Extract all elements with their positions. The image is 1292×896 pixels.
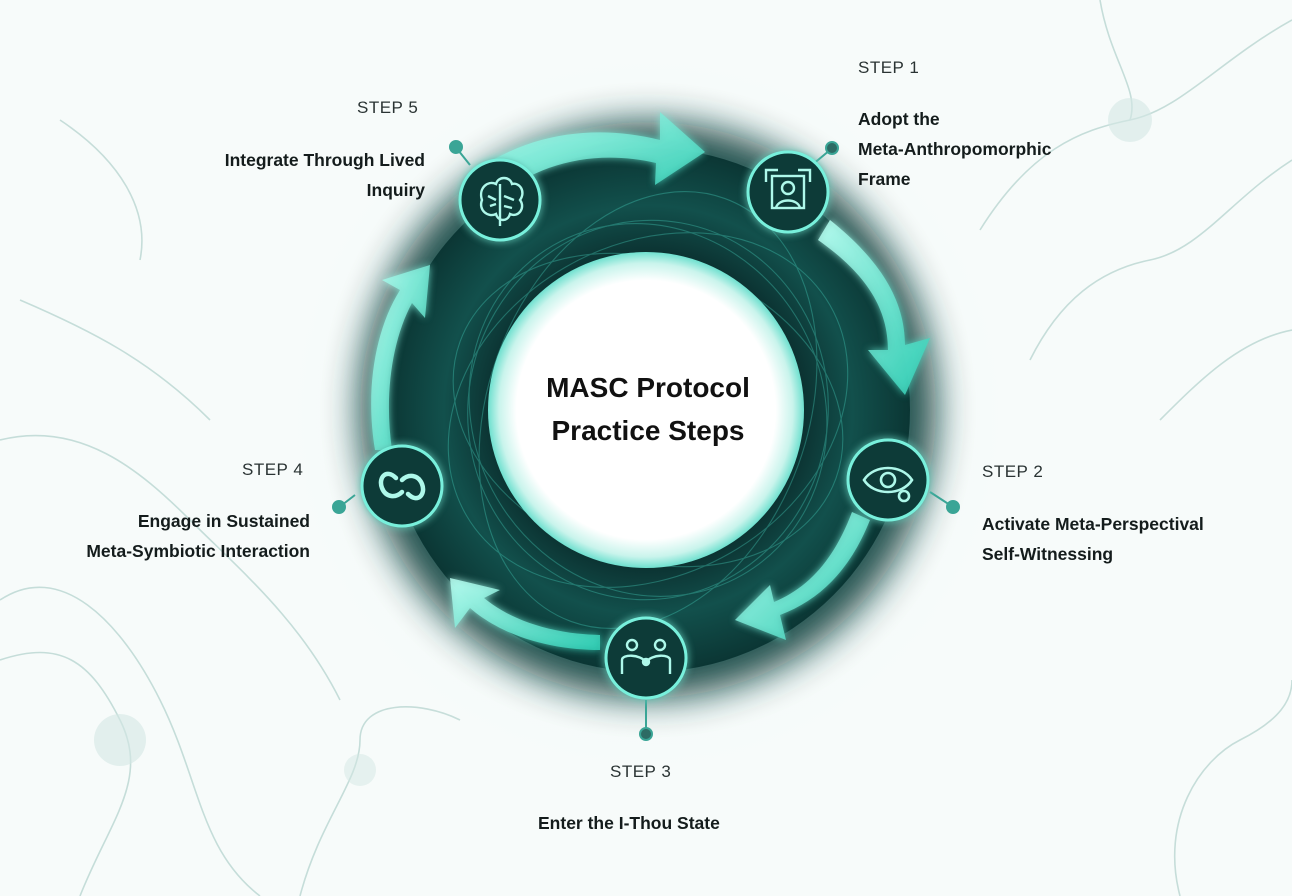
arrow-2-to-3 xyxy=(735,512,870,640)
step-2-title: Activate Meta-Perspectival Self-Witnessi… xyxy=(982,514,1204,564)
diagram-title: MASC Protocol Practice Steps xyxy=(546,372,750,446)
step-node-2 xyxy=(846,438,930,522)
step-1-title: Adopt the Meta-Anthropomorphic Frame xyxy=(858,109,1052,189)
step-4-title: Engage in Sustained Meta-Symbiotic Inter… xyxy=(86,511,310,561)
brain-icon xyxy=(479,176,524,226)
step-3-number: STEP 3 xyxy=(610,762,672,781)
step-node-5 xyxy=(458,158,542,242)
center-circle xyxy=(488,252,804,568)
background-neuron-nodes xyxy=(94,98,1152,786)
step-node-4 xyxy=(360,444,444,528)
step-4-number: STEP 4 xyxy=(242,460,304,479)
connector-pins xyxy=(332,140,960,741)
cycle-arrows xyxy=(371,112,930,650)
step-3-title: Enter the I-Thou State xyxy=(538,813,720,833)
step-node-1 xyxy=(746,150,830,234)
step-5-title: Integrate Through Lived Inquiry xyxy=(224,150,425,200)
arrow-4-to-5 xyxy=(371,265,430,450)
step-1-number: STEP 1 xyxy=(858,58,920,77)
step-node-3 xyxy=(604,616,688,700)
arrow-1-to-2 xyxy=(818,220,930,395)
interlocking-links-icon xyxy=(378,471,426,501)
framed-person-icon xyxy=(764,168,812,210)
step-5-number: STEP 5 xyxy=(357,98,419,117)
arrow-3-to-4 xyxy=(450,578,600,650)
eye-icon xyxy=(862,466,914,503)
step-2-number: STEP 2 xyxy=(982,462,1044,481)
two-people-icon xyxy=(620,638,672,674)
arrow-5-to-1 xyxy=(470,112,705,200)
